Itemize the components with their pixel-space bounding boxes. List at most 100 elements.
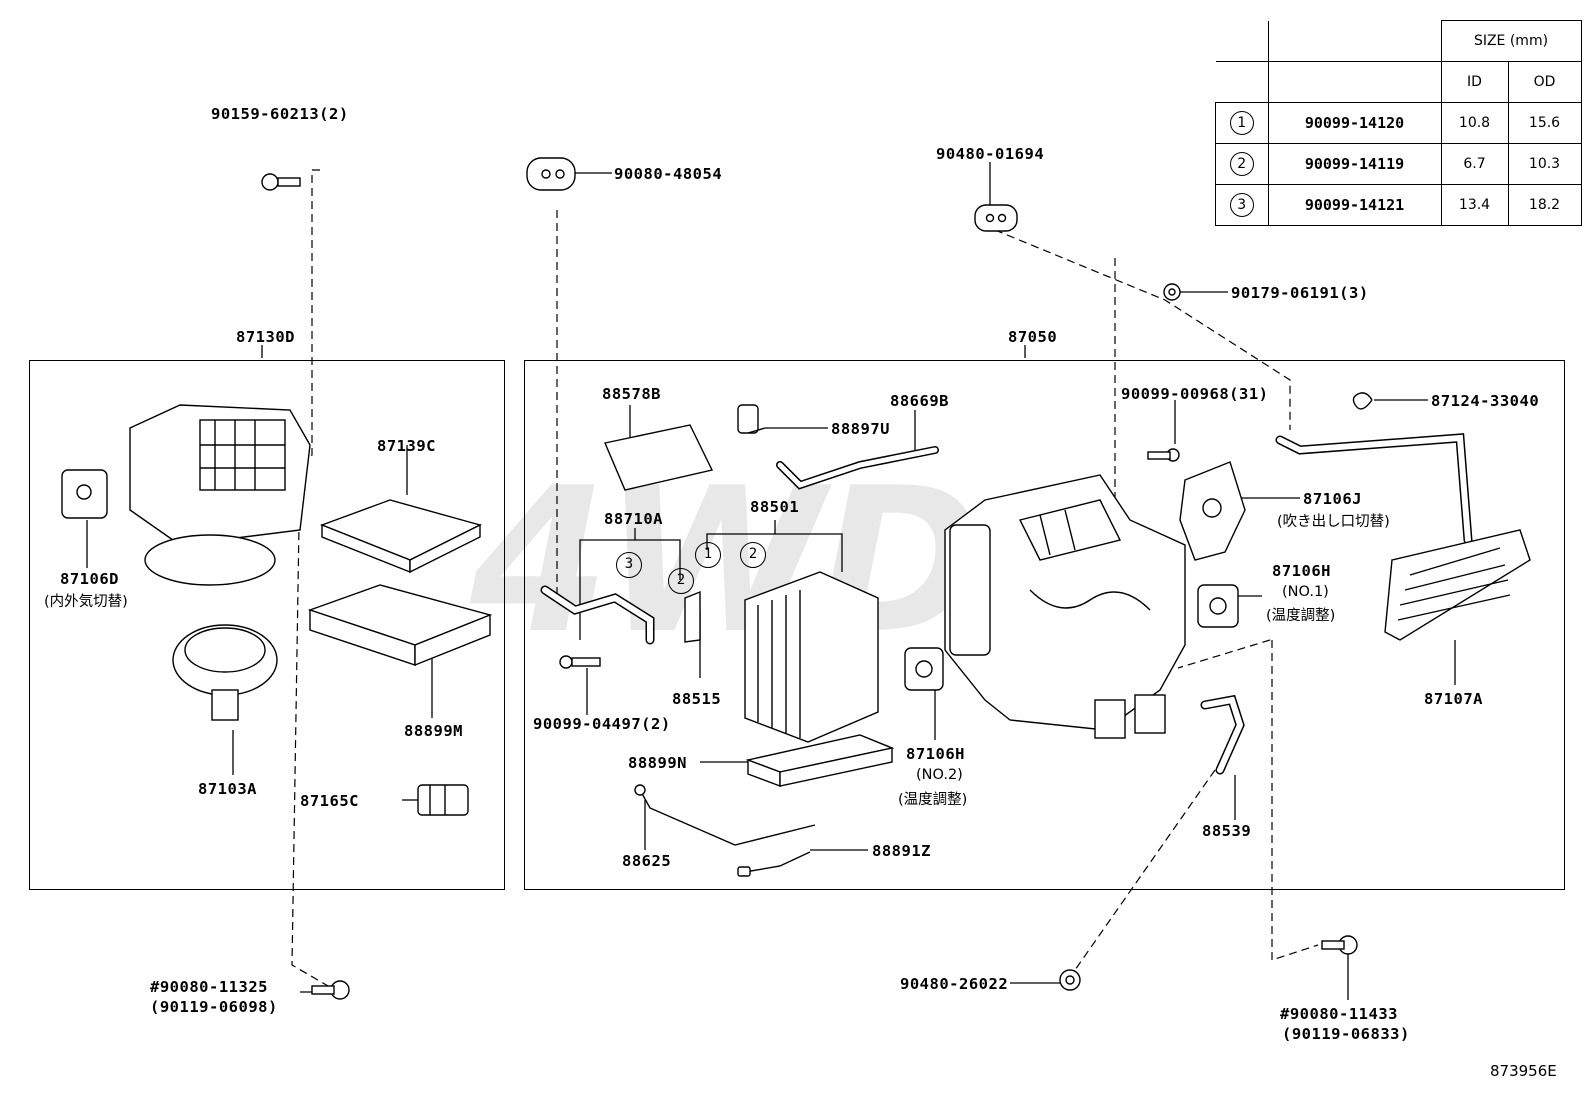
filter-87139C-icon [320, 499, 482, 574]
clip-90179-icon [1163, 283, 1181, 301]
dashed-line-right-screw [1271, 640, 1319, 961]
screw-90159-icon [261, 173, 301, 191]
part-label-87124-33040[interactable]: 87124-33040 [1431, 392, 1540, 410]
part-label-90119-06098[interactable]: (90119-06098) [150, 998, 278, 1016]
servo-87106H-no2-icon [904, 647, 944, 691]
part-sub-87106D: (内外気切替) [44, 594, 128, 610]
part-label-90080-11325[interactable]: #90080-11325 [150, 978, 268, 996]
callout-circle-2b: 2 [740, 542, 766, 568]
part-label-87103A[interactable]: 87103A [198, 780, 257, 798]
resistor-87165C-icon [417, 784, 469, 816]
grommet-90080-48054-icon [526, 157, 576, 191]
part-label-88515[interactable]: 88515 [672, 690, 722, 708]
row-od-value: 18.2 [1507, 184, 1582, 226]
part-label-87165C[interactable]: 87165C [300, 792, 359, 810]
grommet-90480-26022-icon [1059, 969, 1081, 991]
servo-87106D-icon [61, 469, 108, 519]
part-label-88669B[interactable]: 88669B [890, 392, 949, 410]
dashed-line-bottom-grommet [1074, 769, 1216, 971]
group-label-87050[interactable]: 87050 [1008, 328, 1058, 346]
part-label-88899N[interactable]: 88899N [628, 754, 687, 772]
wire-88891Z-icon [744, 851, 811, 873]
part-label-90179-06191[interactable]: 90179-06191(3) [1231, 284, 1369, 302]
bracket-88515-icon [684, 590, 701, 643]
part-label-88899M[interactable]: 88899M [404, 722, 463, 740]
size-table-row: 1 90099-14120 10.8 15.6 [1215, 102, 1582, 144]
part-label-90080-48054[interactable]: 90080-48054 [614, 165, 723, 183]
wire-88625-icon [639, 789, 816, 846]
seal-pad-88578B-icon [604, 424, 714, 491]
row-part-number[interactable]: 90099-14121 [1267, 184, 1442, 226]
part-label-87107A[interactable]: 87107A [1424, 690, 1483, 708]
part-label-87106J[interactable]: 87106J [1303, 490, 1362, 508]
size-table-corner4 [1268, 61, 1442, 103]
watermark-logo: 4WD [470, 445, 984, 678]
bolt-90099-00968-icon [1147, 448, 1180, 462]
size-table-col-od: OD [1507, 61, 1582, 103]
ref-circle: 2 [1229, 152, 1254, 176]
part-label-90480-26022[interactable]: 90480-26022 [900, 975, 1009, 993]
dashed-line-top-right [994, 229, 1291, 430]
part-sub-87106H-no1-b: (温度調整) [1266, 608, 1336, 624]
part-label-87106H-no1[interactable]: 87106H [1272, 562, 1331, 580]
dashed-line-right-mid [1177, 639, 1271, 669]
part-label-90080-11433[interactable]: #90080-11433 [1280, 1005, 1398, 1023]
size-table-corner3 [1215, 61, 1269, 103]
part-label-88625[interactable]: 88625 [622, 852, 672, 870]
callout-circle-2: 2 [668, 568, 694, 594]
row-od-value: 15.6 [1507, 102, 1582, 144]
row-part-number[interactable]: 90099-14120 [1267, 102, 1442, 144]
row-id-value: 10.8 [1440, 102, 1509, 144]
part-label-88501[interactable]: 88501 [750, 498, 800, 516]
ref-circle: 1 [1229, 111, 1254, 135]
size-table-corner [1215, 20, 1269, 62]
part-label-90159-60213[interactable]: 90159-60213(2) [211, 105, 349, 123]
part-label-90099-00968[interactable]: 90099-00968(31) [1121, 385, 1269, 403]
size-table-col-id: ID [1440, 61, 1509, 103]
figure-id: 873956E [1490, 1062, 1557, 1080]
callout-circle-1: 1 [695, 542, 721, 568]
part-label-87106H-no2[interactable]: 87106H [906, 745, 965, 763]
hose-size-table: SIZE (mm) ID OD 1 90099-14120 10.8 15.6 … [1215, 20, 1582, 226]
part-sub-87106H-no2-b: (温度調整) [898, 792, 968, 808]
screw-90080-11325-icon [311, 980, 350, 1000]
hvac-unit-87050-icon [944, 474, 1186, 739]
sensor-88897U-icon [737, 404, 766, 434]
ref-circle: 3 [1229, 193, 1254, 217]
part-label-87106D[interactable]: 87106D [60, 570, 119, 588]
group-frame-87130D [29, 360, 505, 890]
part-label-88891Z[interactable]: 88891Z [872, 842, 931, 860]
servo-87106J-icon [1179, 461, 1246, 561]
bracket-88710A [579, 539, 681, 640]
blower-motor-icon [172, 624, 278, 721]
size-table-row: 2 90099-14119 6.7 10.3 [1215, 143, 1582, 185]
filter-case-88899M-icon [307, 584, 493, 667]
part-label-87139C[interactable]: 87139C [377, 437, 436, 455]
clip-87124-icon [1352, 392, 1373, 410]
blower-housing-icon [129, 404, 311, 586]
group-label-87130D[interactable]: 87130D [236, 328, 295, 346]
part-label-88897U[interactable]: 88897U [831, 420, 890, 438]
row-id-value: 13.4 [1440, 184, 1509, 226]
part-label-90480-01694[interactable]: 90480-01694 [936, 145, 1045, 163]
part-label-90099-04497[interactable]: 90099-04497(2) [533, 715, 671, 733]
bolt-90099-04497-icon [559, 655, 601, 669]
heater-core-87107A-icon [1384, 529, 1531, 641]
evaporator-88501-icon [744, 571, 879, 743]
row-part-number[interactable]: 90099-14119 [1267, 143, 1442, 185]
size-table-corner2 [1268, 20, 1442, 62]
part-sub-87106H-no2-a: (NO.2) [916, 767, 963, 783]
part-label-88578B[interactable]: 88578B [602, 385, 661, 403]
part-label-88710A[interactable]: 88710A [604, 510, 663, 528]
part-sub-87106H-no1-a: (NO.1) [1282, 584, 1329, 600]
row-id-value: 6.7 [1440, 143, 1509, 185]
part-sub-87106J: (吹き出し口切替) [1277, 514, 1390, 530]
screw-90080-11433-icon [1321, 935, 1358, 955]
callout-circle-3: 3 [616, 552, 642, 578]
servo-87106H-no1-icon [1197, 584, 1239, 628]
part-label-88539[interactable]: 88539 [1202, 822, 1252, 840]
row-od-value: 10.3 [1507, 143, 1582, 185]
part-label-90119-06833[interactable]: (90119-06833) [1282, 1025, 1410, 1043]
